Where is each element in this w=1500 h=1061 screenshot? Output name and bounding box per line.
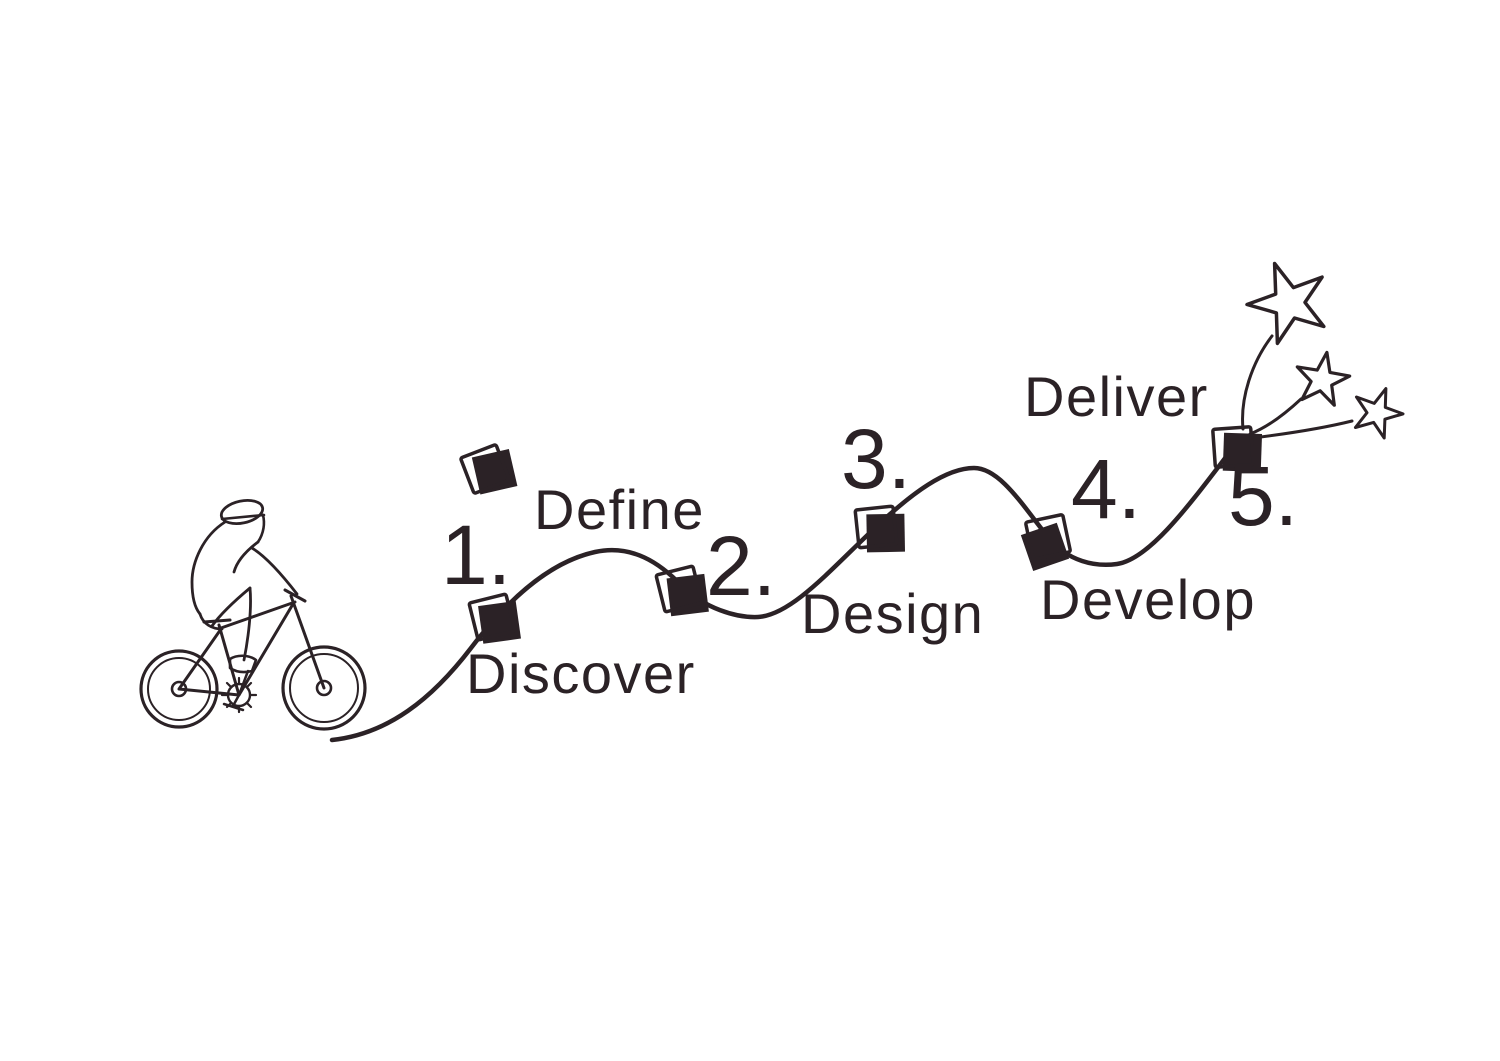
stage-4-number: 4. [1071,442,1142,536]
rider-thigh [210,586,252,628]
floating-marker [459,443,518,495]
marker-shadow [471,448,518,495]
rider-shin [242,586,252,662]
cranks-pedals [222,669,250,712]
milestone-marker-3 [853,504,906,553]
cyclist-icon [139,498,367,731]
rider-hip [198,612,224,631]
rider-face [256,513,266,544]
marker-face [459,443,511,495]
star-trails [1241,334,1354,440]
marker-face [467,592,517,642]
rider-shoe [228,654,258,674]
front-wheel [281,645,367,731]
milestone-marker-2 [654,564,709,617]
rider-chest [232,540,260,574]
front-hub [315,679,333,697]
helmet [219,498,265,526]
rider-back [190,520,227,616]
marker-face [1024,513,1072,561]
rear-wheel [139,649,219,729]
stage-4-label: Develop [1040,568,1256,631]
marker-face [1211,425,1255,469]
marker-face [853,504,899,550]
milestone-marker-4 [1020,513,1072,571]
stage-5-label: Deliver [1024,365,1209,428]
star-icon [1353,387,1405,440]
stage-1-number: 1. [441,508,512,602]
star-icon [1295,350,1352,407]
stage-5-number: 5. [1228,449,1299,543]
rider-arm [250,546,299,596]
milestone-marker-1 [467,592,521,644]
stage-2-number: 2. [706,519,777,613]
rear-rim [147,657,211,721]
stage-1-label: Discover [466,642,696,705]
celebration-stars [1245,261,1405,440]
stage-3-label: Design [801,582,985,645]
front-rim [289,653,359,723]
milestone-marker-5 [1211,425,1263,473]
star-trail-1 [1241,334,1274,431]
stage-2-label: Define [534,478,705,541]
marker-face [654,564,704,614]
stage-3-number: 3. [841,412,912,506]
star-trail-2 [1248,397,1303,436]
star-icon [1245,261,1326,346]
helmet-brim [220,513,266,521]
star-trail-3 [1251,419,1354,440]
